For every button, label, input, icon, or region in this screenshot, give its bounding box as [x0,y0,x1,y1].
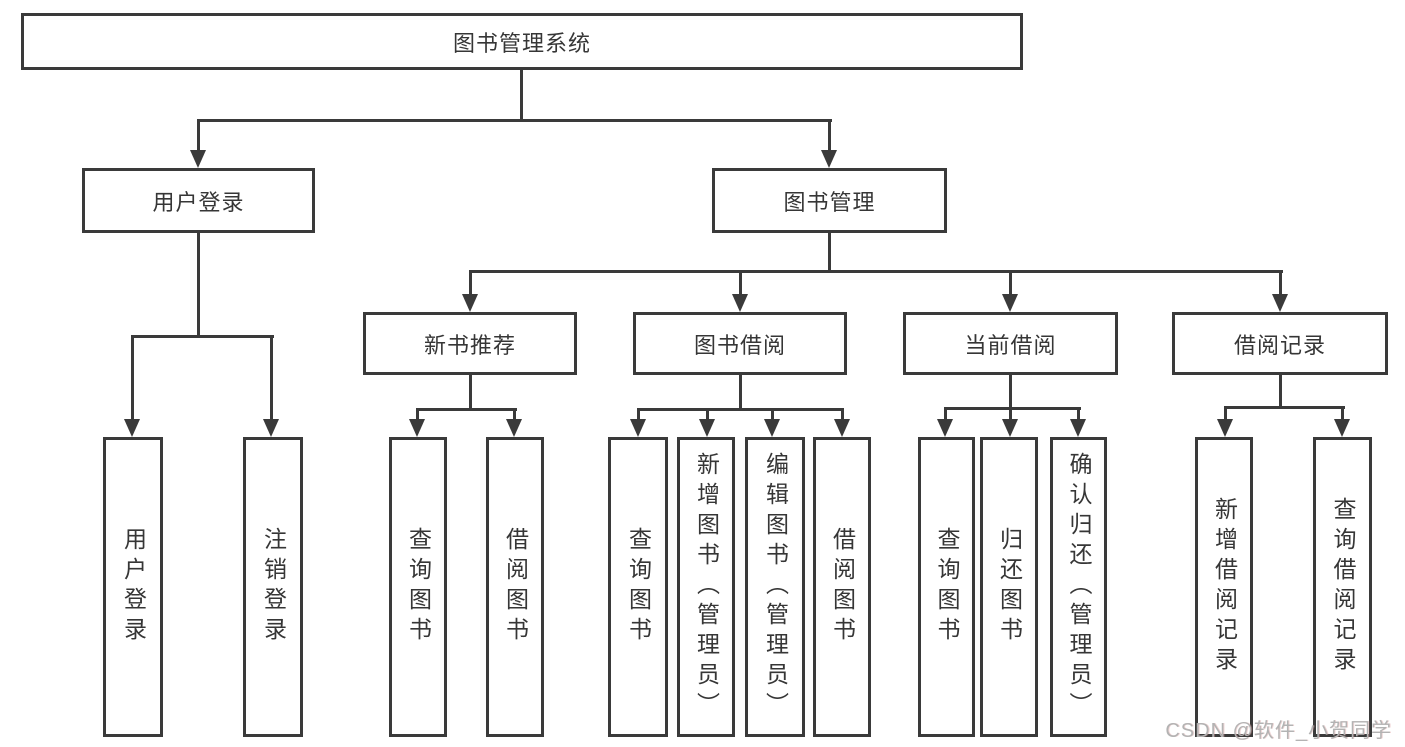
leaf-borrow-books-recommend: 借阅图书 [486,437,544,737]
node-current-borrowing-label: 当前借阅 [964,332,1057,358]
arrow-stem [197,119,200,154]
arrow-stem [841,408,844,423]
arrow-stem [513,408,516,423]
arrow-stem [828,119,831,154]
arrow-stem [944,407,947,423]
connector-line [1224,406,1345,409]
arrow-stem [771,408,774,423]
arrow-head-icon [821,150,837,168]
leaf-add-book-admin: 新增图书（管理员） [677,437,735,737]
arrow-stem [1009,407,1012,423]
watermark: CSDN @软件_小贺同学 [1165,720,1392,742]
arrow-stem [270,335,273,421]
arrow-head-icon [699,419,715,437]
arrow-head-icon [190,150,206,168]
connector-line [1009,375,1012,410]
arrow-head-icon [1334,419,1350,437]
leaf-user-login: 用户登录 [103,437,163,737]
leaf-edit-book-admin-label: 编辑图书（管理员） [762,452,789,722]
arrow-stem [1341,406,1344,423]
node-root: 图书管理系统 [21,13,1023,70]
connector-line [520,69,523,122]
arrow-head-icon [462,294,478,312]
leaf-query-books-borrow-label: 查询图书 [625,527,652,647]
arrow-head-icon [1070,419,1086,437]
node-new-book-recommend: 新书推荐 [363,312,577,375]
arrow-head-icon [506,419,522,437]
arrow-stem [416,408,419,423]
leaf-logout-label: 注销登录 [260,527,287,647]
node-current-borrowing: 当前借阅 [903,312,1118,375]
arrow-stem [1009,270,1012,298]
leaf-query-books-recommend-label: 查询图书 [405,527,432,647]
leaf-confirm-return-admin: 确认归还（管理员） [1050,437,1107,737]
arrow-stem [739,270,742,298]
arrow-stem [1077,407,1080,423]
leaf-borrow-books-recommend-label: 借阅图书 [502,527,529,647]
arrow-stem [706,408,709,423]
leaf-logout: 注销登录 [243,437,303,737]
leaf-query-books-borrow: 查询图书 [608,437,668,737]
connector-line [197,232,200,338]
arrow-head-icon [1217,419,1233,437]
arrow-head-icon [1002,419,1018,437]
leaf-return-book-label: 归还图书 [996,527,1023,647]
arrow-head-icon [263,419,279,437]
leaf-return-book: 归还图书 [980,437,1038,737]
arrow-head-icon [409,419,425,437]
node-user-login: 用户登录 [82,168,315,233]
arrow-head-icon [834,419,850,437]
arrow-stem [469,270,472,298]
leaf-query-borrow-record-label: 查询借阅记录 [1330,497,1356,677]
node-book-borrowing: 图书借阅 [633,312,847,375]
arrow-head-icon [630,419,646,437]
leaf-query-borrow-record: 查询借阅记录 [1313,437,1372,737]
leaf-query-books-current: 查询图书 [918,437,975,737]
node-book-management: 图书管理 [712,168,947,233]
arrow-head-icon [937,419,953,437]
leaf-edit-book-admin: 编辑图书（管理员） [745,437,805,737]
leaf-borrow-books-borrow: 借阅图书 [813,437,871,737]
arrow-stem [637,408,640,423]
leaf-query-books-recommend: 查询图书 [389,437,447,737]
connector-line [416,408,517,411]
leaf-query-books-current-label: 查询图书 [934,527,960,647]
arrow-head-icon [124,419,140,437]
arrow-head-icon [1002,294,1018,312]
arrow-stem [1279,270,1282,298]
arrow-stem [1224,406,1227,423]
leaf-user-login-label: 用户登录 [120,527,147,647]
leaf-add-book-admin-label: 新增图书（管理员） [693,452,720,722]
leaf-borrow-books-borrow-label: 借阅图书 [829,527,856,647]
connector-line [131,335,274,338]
connector-line [1279,375,1282,409]
connector-line [828,232,831,273]
connector-line [637,408,844,411]
node-user-login-label: 用户登录 [152,189,245,215]
node-borrowing-records-label: 借阅记录 [1233,332,1326,358]
node-new-book-recommend-label: 新书推荐 [423,332,516,358]
connector-line [739,375,742,411]
arrow-head-icon [1272,294,1288,312]
node-root-label: 图书管理系统 [452,30,591,56]
node-borrowing-records: 借阅记录 [1172,312,1388,375]
connector-line [469,270,1283,273]
arrow-head-icon [764,419,780,437]
arrow-stem [131,335,134,421]
leaf-confirm-return-admin-label: 确认归还（管理员） [1066,452,1092,722]
node-book-management-label: 图书管理 [783,189,876,215]
connector-line [197,119,832,122]
connector-line [469,375,472,411]
node-book-borrowing-label: 图书借阅 [693,332,786,358]
connector-line [944,407,1081,410]
leaf-add-borrow-record-label: 新增借阅记录 [1211,497,1238,677]
arrow-head-icon [732,294,748,312]
leaf-add-borrow-record: 新增借阅记录 [1195,437,1253,737]
